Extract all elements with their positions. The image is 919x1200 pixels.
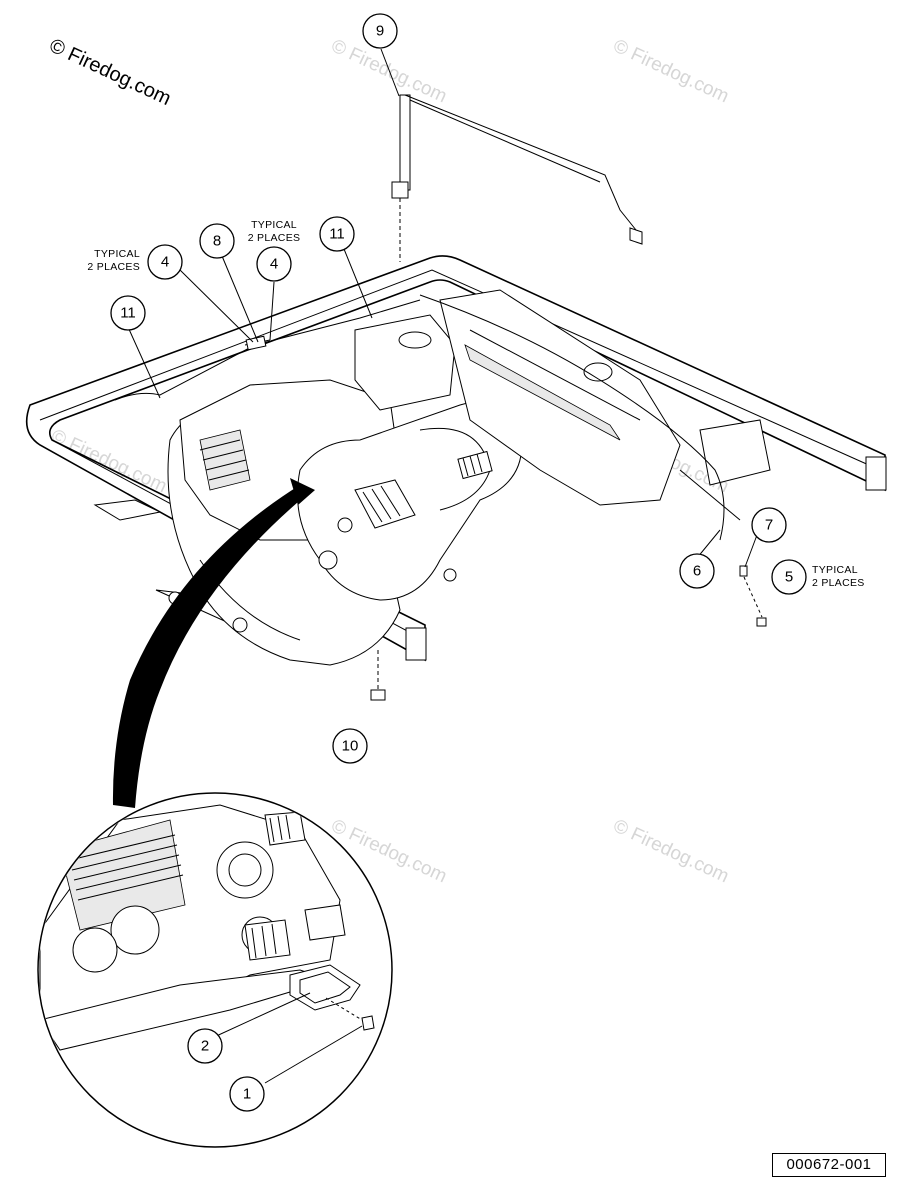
- note-typical-left-line2: 2 PLACES: [87, 261, 140, 273]
- note-typical-center: TYPICAL 2 PLACES: [248, 219, 301, 244]
- note-typical-left: TYPICAL 2 PLACES: [87, 248, 140, 273]
- callout-10: 10: [332, 728, 368, 764]
- watermark-main: © Firedog.com: [46, 35, 174, 110]
- callout-11-right: 11: [319, 216, 355, 252]
- note-typical-right: TYPICAL 2 PLACES: [812, 564, 865, 589]
- watermark-faint-1: © Firedog.com: [328, 35, 450, 107]
- callout-1: 1: [229, 1076, 265, 1112]
- svg-text:7: 7: [765, 517, 773, 534]
- engine-transaxle-assembly: [114, 94, 767, 701]
- svg-text:4: 4: [161, 254, 169, 271]
- callout-6: 6: [679, 553, 715, 589]
- svg-text:6: 6: [693, 563, 701, 580]
- note-typical-left-line1: TYPICAL: [94, 248, 140, 260]
- callout-4-left: 4: [147, 244, 183, 280]
- callout-7: 7: [751, 507, 787, 543]
- svg-text:1: 1: [243, 1086, 251, 1103]
- svg-text:4: 4: [270, 256, 278, 273]
- svg-text:2: 2: [201, 1038, 209, 1055]
- callout-9: 9: [362, 13, 398, 49]
- svg-text:11: 11: [120, 305, 136, 322]
- callout-4-center: 4: [256, 246, 292, 282]
- detail-pointer-arrow: [112, 478, 315, 808]
- leader-lines: [127, 48, 758, 1084]
- watermark-faint-3: © Firedog.com: [48, 425, 170, 497]
- callout-11-left: 11: [110, 295, 146, 331]
- note-typical-center-line2: 2 PLACES: [248, 232, 301, 244]
- note-typical-center-line1: TYPICAL: [251, 219, 297, 231]
- svg-text:11: 11: [329, 226, 345, 243]
- callout-8: 8: [199, 223, 235, 259]
- svg-text:10: 10: [342, 738, 359, 755]
- callout-2: 2: [187, 1028, 223, 1064]
- svg-text:5: 5: [785, 569, 793, 586]
- note-typical-right-line1: TYPICAL: [812, 564, 858, 576]
- watermark-faint-2: © Firedog.com: [610, 35, 732, 107]
- callout-5: 5: [771, 559, 807, 595]
- magnified-detail: [37, 792, 393, 1148]
- svg-text:8: 8: [213, 233, 221, 250]
- svg-text:9: 9: [376, 23, 384, 40]
- figure-reference-number: 000672-001: [772, 1153, 886, 1177]
- watermark-faint-7: © Firedog.com: [610, 815, 732, 887]
- note-typical-right-line2: 2 PLACES: [812, 577, 865, 589]
